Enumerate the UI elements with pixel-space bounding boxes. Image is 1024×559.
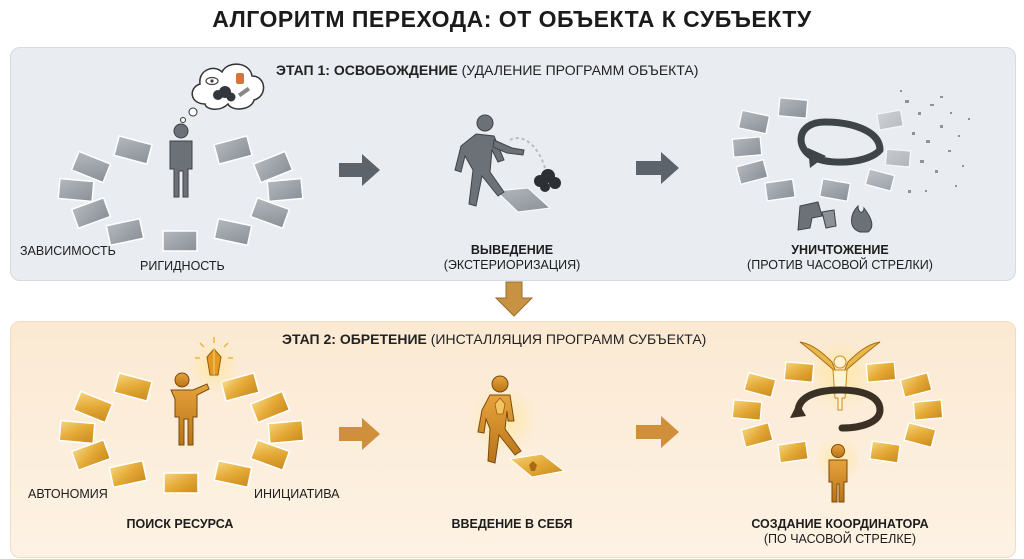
stage2-title: ЭТАП 2: ОБРЕТЕНИЕ (ИНСТАЛЛЯЦИЯ ПРОГРАММ …	[282, 331, 706, 347]
stage2-arrow-2	[636, 416, 679, 448]
stage2-title-rest: (ИНСТАЛЛЯЦИЯ ПРОГРАММ СУБЪЕКТА)	[426, 331, 707, 347]
stage2-step2-title: ВВЕДЕНИЕ В СЕБЯ	[451, 517, 573, 531]
stage1-title-bold: ЭТАП 1: ОСВОБОЖДЕНИЕ	[276, 62, 458, 78]
stage1-arrow-1	[339, 154, 380, 186]
crystal-icon	[529, 461, 537, 471]
stage1-title: ЭТАП 1: ОСВОБОЖДЕНИЕ (УДАЛЕНИЕ ПРОГРАММ …	[276, 62, 698, 78]
label-dependency: ЗАВИСИМОСТЬ	[20, 244, 116, 258]
stage-transition-arrow	[494, 281, 534, 317]
dark-cloud-icon	[534, 169, 561, 192]
stage1-step2-title: ВЫВЕДЕНИЕ	[470, 243, 554, 257]
stage2-step1-title: ПОИСК РЕСУРСА	[126, 517, 234, 531]
stage2-coordinator-ring	[731, 361, 944, 464]
dark-cloud-icon	[213, 86, 236, 102]
crystal-icon	[195, 337, 233, 376]
eye-icon	[205, 76, 219, 86]
stage2-standing-figure	[170, 372, 210, 446]
dust-particles	[900, 90, 970, 193]
clockwise-arrow	[790, 386, 884, 432]
torn-paper-icon	[797, 201, 837, 231]
ruler-icon	[237, 86, 251, 98]
page-title: АЛГОРИТМ ПЕРЕХОДА: ОТ ОБЪЕКТА К СУБЪЕКТУ	[212, 6, 812, 32]
stage1-standing-figure	[169, 123, 193, 198]
label-autonomy: АВТОНОМИЯ	[28, 487, 108, 501]
stage1-step2-sub: (ЭКСТЕРИОРИЗАЦИЯ)	[443, 258, 581, 272]
counterclockwise-arrow	[797, 118, 884, 168]
stage2-step2-caption: ВВЕДЕНИЕ В СЕБЯ	[420, 517, 604, 532]
stage2-step1-caption: ПОИСК РЕСУРСА	[100, 517, 260, 532]
stage2-introjection-figure	[469, 375, 566, 478]
fire-icon	[851, 204, 873, 233]
stage1-step2-caption: ВЫВЕДЕНИЕ (ЭКСТЕРИОРИЗАЦИЯ)	[420, 243, 604, 273]
label-rigidity: РИГИДНОСТЬ	[140, 259, 225, 273]
stage2-step3-sub: (ПО ЧАСОВОЙ СТРЕЛКЕ)	[763, 532, 917, 546]
stage2-title-bold: ЭТАП 2: ОБРЕТЕНИЕ	[282, 331, 427, 347]
stage1-dissolving-ring	[731, 97, 912, 203]
stage2-arrow-1	[339, 418, 380, 450]
stage1-step3-sub: (ПРОТИВ ЧАСОВОЙ СТРЕЛКИ)	[747, 258, 933, 272]
stage1-title-rest: (УДАЛЕНИЕ ПРОГРАММ ОБЪЕКТА)	[457, 62, 699, 78]
stage2-step3-title: СОЗДАНИЕ КООРДИНАТОРА	[751, 517, 929, 531]
stage2-step3-caption: СОЗДАНИЕ КООРДИНАТОРА (ПО ЧАСОВОЙ СТРЕЛК…	[725, 517, 955, 547]
stage1-arrow-2	[636, 152, 679, 184]
hand-icon	[236, 73, 244, 84]
crystal-icon	[494, 397, 506, 415]
stage1-step3-title: УНИЧТОЖЕНИЕ	[791, 243, 889, 257]
thought-cloud	[180, 63, 265, 123]
stage1-tile-ring	[57, 135, 304, 252]
coordinator-figure	[828, 444, 848, 503]
stage1-externalization-figure	[454, 114, 561, 213]
stage1-step3-caption: УНИЧТОЖЕНИЕ (ПРОТИВ ЧАСОВОЙ СТРЕЛКИ)	[735, 243, 945, 273]
label-initiative: ИНИЦИАТИВА	[254, 487, 340, 501]
